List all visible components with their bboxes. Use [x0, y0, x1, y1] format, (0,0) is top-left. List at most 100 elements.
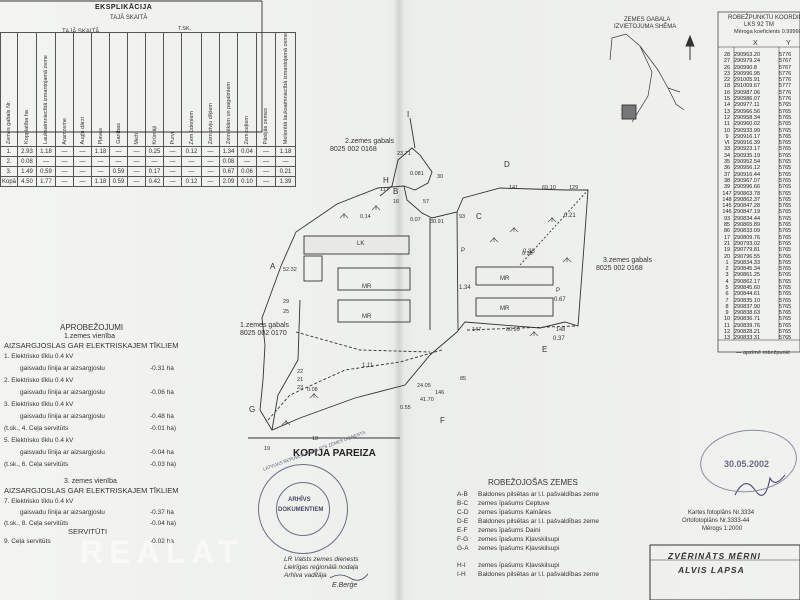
- restriction-value: -0.03 ha): [150, 461, 177, 468]
- coords-x-value: 290839.76: [734, 322, 760, 329]
- boundary-text: Baldones pilsētas ar l.l. pašvaldības ze…: [478, 518, 600, 525]
- coords-y-value: 5765: [779, 303, 792, 310]
- coords-point-id: 146: [722, 209, 732, 216]
- plan-dimension-label: 30: [437, 174, 444, 180]
- archive-stamp-center-2: DOKUMENTIEM: [278, 507, 324, 513]
- copy-stamp: KOPIJA PAREIZA: [293, 448, 376, 459]
- coords-point-id: 145: [722, 203, 732, 210]
- coords-subtitle: LKS 92 TM: [744, 22, 774, 28]
- coords-y-value: 5765: [779, 228, 792, 235]
- plan-dimension-label: 147: [472, 327, 482, 333]
- coords-point-id: 5: [725, 284, 729, 291]
- plan-area-label: 0.67: [554, 297, 566, 303]
- coords-x-value: 290793.02: [734, 240, 760, 247]
- coords-y-value: 5767: [779, 64, 792, 71]
- coords-point-id: 10: [723, 316, 731, 323]
- coords-x-value: 290979.24: [734, 58, 760, 65]
- coords-x-value: 290865.89: [734, 222, 760, 229]
- coords-point-id: 19: [723, 247, 731, 254]
- plan-dimension-label: 22: [297, 369, 304, 375]
- restrictions-section-1: AIZSARGJOSLAS GAR ELEKTRISKAJEM TĪKLIEM: [4, 341, 179, 350]
- restriction-label: 5. Elektrisko tīklu 0.4 kV: [4, 437, 74, 444]
- coords-x-value: 290933.99: [734, 127, 760, 134]
- parcel-1-code: 8025 002 0170: [240, 330, 287, 337]
- scheme-title: ZEMES GABALA: [624, 17, 671, 23]
- coords-y-value: 5765: [779, 121, 792, 128]
- point-i: I: [407, 110, 410, 119]
- coords-x-value: 290977.11: [734, 102, 760, 109]
- archive-line-2: Lielrīgas reģionālā nodaļa: [284, 564, 359, 571]
- coords-y-value: 5765: [779, 190, 792, 197]
- coords-point-id: VI: [724, 140, 730, 147]
- coords-point-id: 13: [723, 108, 731, 115]
- restriction-value: -0.48 ha: [150, 413, 174, 420]
- point-g: G: [249, 405, 256, 414]
- coords-y-value: 5765: [779, 234, 792, 241]
- archive-stamp-inner: [276, 482, 330, 536]
- coords-x-value: 290845.60: [734, 284, 760, 291]
- explication-row: 2.0.08——————————0.08———: [0, 156, 297, 168]
- coords-x-value: 290828.21: [734, 329, 760, 336]
- coords-x-value: 290952.54: [734, 159, 760, 166]
- restriction-value: -0.06 ha: [150, 389, 174, 396]
- coords-point-id: 35: [723, 159, 731, 166]
- plan-dimension-label: 148: [556, 327, 566, 333]
- scheme-title-2: IZVIETOJUMA SHĒMA: [614, 24, 677, 30]
- coords-y-value: 5777: [779, 83, 792, 90]
- restriction-value: -0.04 ha): [150, 520, 177, 527]
- coords-x-value: 290779.81: [734, 247, 760, 254]
- coords-point-id: 33: [723, 146, 731, 153]
- coords-point-id: 9: [725, 133, 729, 140]
- plan-dimension-label: 16: [393, 199, 400, 205]
- coords-y-value: 5765: [779, 329, 792, 336]
- coords-point-id: 23: [723, 70, 731, 77]
- restriction-value: -0.04 ha: [150, 449, 174, 456]
- coords-y-value: 5765: [779, 335, 792, 342]
- coords-x-value: 290863.78: [734, 190, 760, 197]
- coords-point-id: 1: [725, 259, 729, 266]
- coords-y-value: 5765: [779, 222, 792, 229]
- coords-point-id: 36: [723, 165, 731, 172]
- restriction-label: (t.sk., 4. Ceļa servitūts: [4, 425, 69, 432]
- coords-point-id: 37: [723, 171, 731, 178]
- coords-point-id: 93: [723, 215, 731, 222]
- coords-x-value: 290834.44: [734, 215, 760, 222]
- coords-subtitle-2: Mēroga koeficients 0.99960: [734, 29, 800, 35]
- point-f: F: [440, 416, 445, 425]
- boundary-code: A-B: [457, 491, 468, 498]
- plan-dimension-label: 0.14: [360, 214, 371, 220]
- coords-point-id: 6: [725, 291, 729, 298]
- coords-x-value: 290990.8: [734, 64, 757, 71]
- plan-dimension-label: 146: [435, 390, 445, 396]
- coords-point-id: 22: [723, 77, 731, 84]
- coords-point-id: 3: [725, 272, 729, 279]
- plan-dimension-label: 24.05: [417, 383, 431, 389]
- coords-x-value: 290833.31: [734, 335, 760, 342]
- boundaries-title: ROBEŽOJOŠAS ZEMES: [488, 478, 578, 487]
- boundary-code: E-F: [457, 527, 468, 534]
- point-a: A: [270, 262, 276, 271]
- plan-dimension-label: 69.10: [542, 185, 556, 191]
- restrictions-sub1: 1.zemes vienība: [64, 333, 115, 340]
- boundary-code: C-D: [457, 509, 469, 516]
- coords-x-value: 290986.07: [734, 96, 760, 103]
- boundary-text: zemes īpašums Daini: [478, 527, 541, 534]
- restrictions-sub3: 3. zemes vienība: [64, 478, 117, 485]
- coords-point-id: 8: [725, 303, 729, 310]
- watermark: REALAT: [80, 534, 244, 570]
- restriction-label: (t.sk., 8. Ceļa servitūts: [4, 520, 69, 527]
